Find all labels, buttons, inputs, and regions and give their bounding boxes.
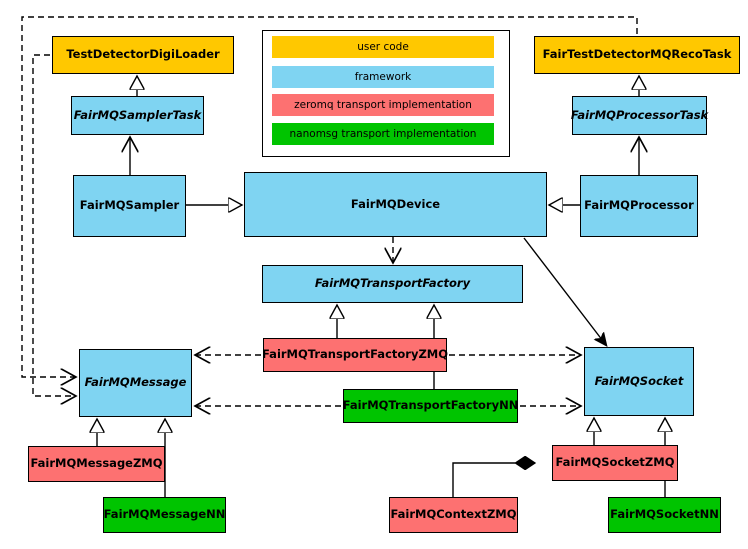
node-fairmqsamplertask[interactable]: FairMQSamplerTask: [71, 96, 204, 135]
node-fairtestdetectormqrecotask[interactable]: FairTestDetectorMQRecoTask: [534, 36, 740, 74]
node-fairmqmessagezmq[interactable]: FairMQMessageZMQ: [28, 446, 165, 482]
node-fairmqprocessortask[interactable]: FairMQProcessorTask: [571, 96, 708, 135]
edge-device-socket: [523, 237, 606, 345]
node-fairmqcontextzmq[interactable]: FairMQContextZMQ: [389, 497, 518, 533]
node-fairmqtransportfactoryzmq[interactable]: FairMQTransportFactoryZMQ: [262, 338, 448, 372]
node-fairmqmessagenn[interactable]: FairMQMessageNN: [103, 497, 226, 533]
node-fairmqtransportfactory[interactable]: FairMQTransportFactory: [262, 265, 523, 303]
legend-swatch-zeromq: zeromq transport implementation: [272, 94, 494, 116]
legend-swatch-framework: framework: [272, 66, 494, 88]
node-fairmqsampler[interactable]: FairMQSampler: [73, 175, 186, 237]
legend-swatch-user-code: user code: [272, 36, 494, 58]
node-fairmqsocketnn[interactable]: FairMQSocketNN: [608, 497, 721, 533]
node-fairmqdevice[interactable]: FairMQDevice: [244, 172, 547, 237]
edge-recotask-message: [21, 16, 638, 377]
node-fairmqprocessor[interactable]: FairMQProcessor: [580, 175, 698, 237]
edge-contextzmq-socketzmq: [452, 463, 535, 497]
node-fairmqsocket[interactable]: FairMQSocket: [584, 347, 694, 416]
node-fairmqsocketzmq[interactable]: FairMQSocketZMQ: [552, 445, 678, 481]
legend-swatch-nanomsg: nanomsg transport implementation: [272, 123, 494, 145]
edge-digiloader-message: [32, 54, 76, 396]
node-fairmqmessage[interactable]: FairMQMessage: [79, 349, 192, 417]
node-testdetectordigiloader[interactable]: TestDetectorDigiLoader: [52, 36, 234, 74]
node-fairmqtransportfactorynn[interactable]: FairMQTransportFactoryNN: [343, 389, 518, 423]
